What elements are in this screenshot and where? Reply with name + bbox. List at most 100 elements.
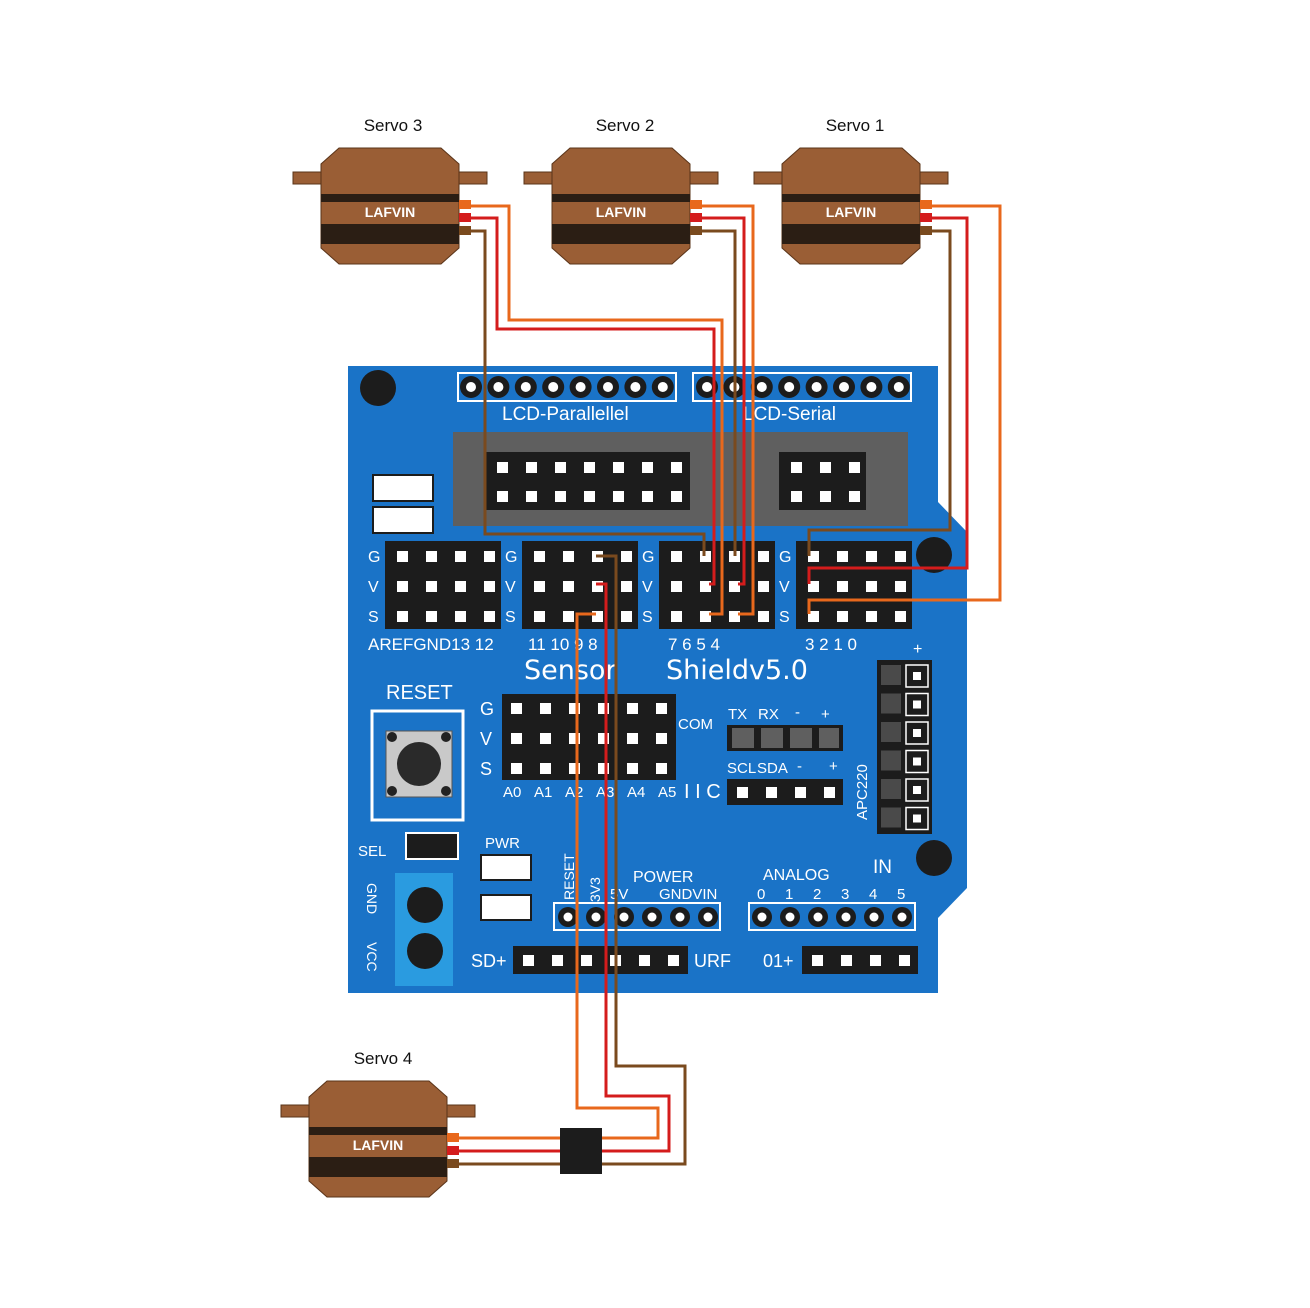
servo-lead: [447, 1159, 459, 1168]
header-pin: [642, 462, 653, 473]
header-pin: [808, 551, 819, 562]
row-label-g: G: [642, 549, 654, 566]
header-pin: [700, 611, 711, 622]
header-pin: [613, 462, 624, 473]
header-pin: [837, 611, 848, 622]
analog-header-number: 2: [813, 886, 821, 903]
servo-brand: LAFVIN: [826, 204, 877, 220]
header-pin: [668, 955, 679, 966]
iic-label: I I C: [684, 781, 721, 803]
servo4-signal-wire: [445, 612, 660, 1140]
header-pin: [540, 703, 551, 714]
uart-pin: [819, 728, 839, 748]
analog-header-number: 4: [869, 886, 877, 903]
header-pin-hole: [647, 912, 657, 922]
servo-lead: [459, 213, 471, 222]
servo2-power-wire: [701, 216, 746, 586]
header-pin: [700, 581, 711, 592]
header-pin: [426, 581, 437, 592]
servo-lead: [459, 200, 471, 209]
servo-lead: [920, 200, 932, 209]
com-label: COM: [678, 716, 713, 733]
header-pin: [849, 462, 860, 473]
jumper: [372, 506, 434, 534]
sd-label: SD+: [471, 951, 507, 971]
header-pin: [671, 611, 682, 622]
icsp-right-pins: [791, 462, 860, 502]
header-pin: [569, 763, 580, 774]
analog-pin-label: A0: [503, 784, 521, 801]
terminal-screw: [407, 887, 443, 923]
header-pin-hole: [702, 382, 712, 392]
pwr-jumper: [480, 854, 532, 881]
header-pin: [729, 611, 740, 622]
pin-numbers-b: 11 10 9 8: [528, 635, 598, 654]
servo-band: [309, 1127, 447, 1135]
header-pin-hole: [756, 382, 767, 392]
header-pin: [729, 581, 740, 592]
analog-header: [748, 902, 916, 931]
row-label-v: V: [480, 729, 492, 749]
sensor-shield-board: LCD-Parallellel LCD-Serial G V S G V S G…: [348, 366, 967, 993]
apc220-pin: [881, 779, 901, 799]
apc220-pin-hole: [913, 757, 921, 766]
header-pin: [866, 611, 877, 622]
lcd-parallel-header: [457, 372, 677, 402]
header-pin: [808, 611, 819, 622]
servo-band: [552, 194, 690, 202]
header-pin: [455, 581, 466, 592]
servo3-ground-wire: [470, 229, 706, 556]
header-pin: [598, 703, 609, 714]
header-pin: [791, 462, 802, 473]
lcd-parallel-label: LCD-Parallellel: [502, 404, 629, 425]
header-pin: [656, 763, 667, 774]
header-pin: [426, 551, 437, 562]
apc220-header: [877, 660, 932, 834]
header-pin: [671, 581, 682, 592]
header-pin: [555, 491, 566, 502]
header-pin: [598, 733, 609, 744]
header-pin: [526, 462, 537, 473]
header-pin-hole: [657, 382, 668, 392]
header-pin-hole: [703, 912, 713, 922]
uart-pin: [790, 728, 812, 748]
header-pin-hole: [603, 382, 613, 392]
servo-lead: [920, 226, 932, 235]
header-pin: [563, 611, 574, 622]
analog-block: [502, 694, 676, 780]
urf-label: URF: [694, 951, 731, 971]
analog-header-number: 5: [897, 886, 905, 903]
servo4-power-wire: [445, 582, 671, 1153]
header-pin: [795, 787, 806, 798]
header-pin: [671, 462, 682, 473]
row-label-v: V: [505, 579, 516, 596]
servo-brand: LAFVIN: [353, 1137, 404, 1153]
sel-label: SEL: [358, 843, 386, 860]
header-pin: [534, 611, 545, 622]
header-pin: [849, 491, 860, 502]
wires: [445, 204, 1002, 1166]
header-pin: [484, 551, 495, 562]
row-label-g: G: [480, 699, 494, 719]
sel-jumper: [405, 832, 459, 860]
header-pin-hole: [548, 382, 559, 392]
header-pin-hole: [841, 912, 851, 922]
header-pin: [511, 733, 522, 744]
power-5v-label: 5V: [610, 886, 628, 903]
header-pin: [569, 733, 580, 744]
reset-button[interactable]: [385, 730, 453, 798]
header-pin: [729, 551, 740, 562]
header-pin: [455, 611, 466, 622]
header-pin-hole: [575, 382, 586, 392]
header-pin: [866, 551, 877, 562]
servo-label: Servo 2: [596, 116, 655, 135]
header-pin-hole: [630, 382, 641, 392]
digital-block-d-pins: [808, 551, 906, 622]
header-pin: [523, 955, 534, 966]
digital-block-c-pins: [671, 551, 769, 622]
header-pin: [671, 551, 682, 562]
